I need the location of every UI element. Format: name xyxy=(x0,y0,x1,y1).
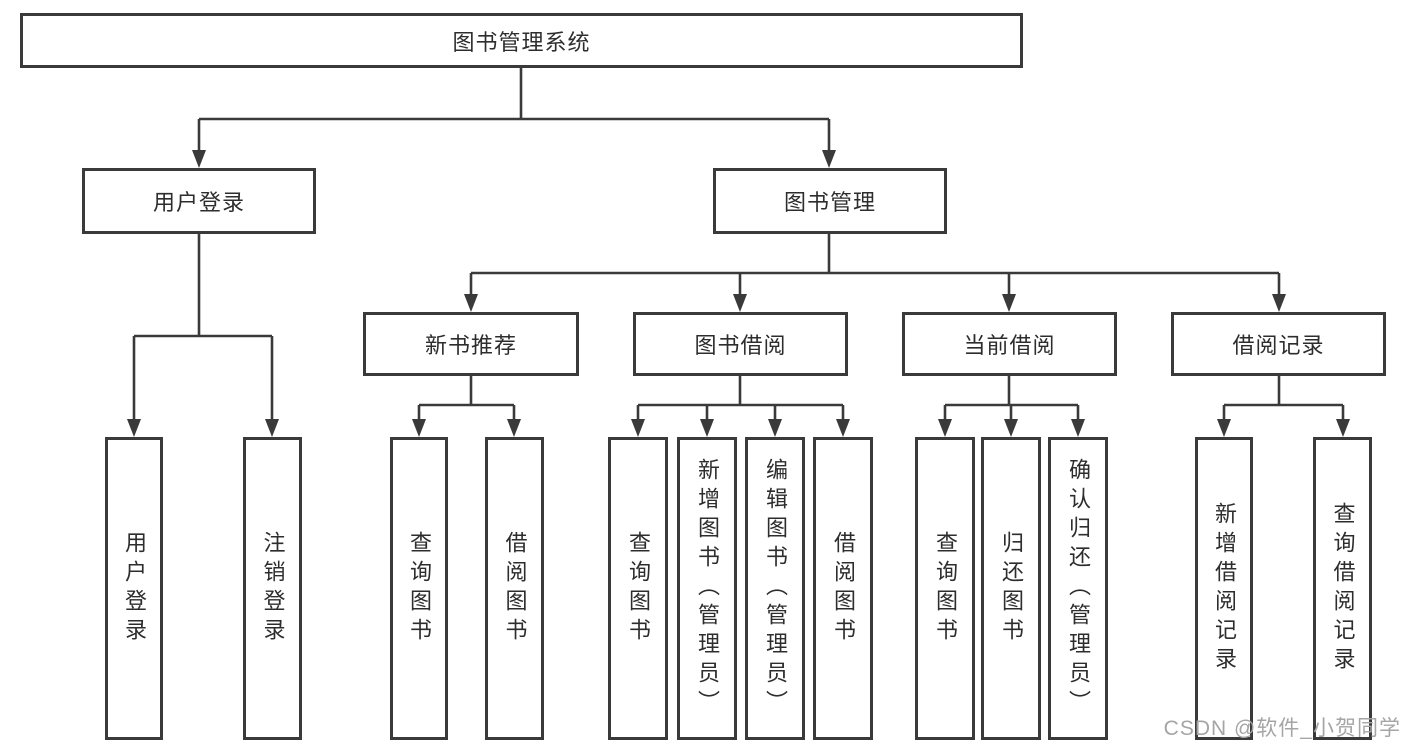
node-borrowing-records: 借阅记录 xyxy=(1171,312,1386,376)
leaf-recommend-borrow-books: 借阅图书 xyxy=(485,437,544,740)
leaf-current-confirm-return-admin: 确认归还（管理员） xyxy=(1048,437,1108,740)
arrowhead xyxy=(733,294,747,312)
arrowhead xyxy=(700,419,714,437)
node-new-book-recommend: 新书推荐 xyxy=(363,312,579,376)
leaf-label: 确认归还（管理员） xyxy=(1066,458,1091,719)
arrowhead xyxy=(412,419,426,437)
arrowhead xyxy=(464,294,478,312)
connector-book-management-children xyxy=(464,234,1286,312)
leaf-label: 编辑图书（管理员） xyxy=(763,458,788,719)
leaf-label: 新增图书（管理员） xyxy=(695,458,720,719)
leaf-label: 查询图书 xyxy=(933,530,958,647)
arrowhead xyxy=(127,419,141,437)
leaf-logout: 注销登录 xyxy=(243,437,302,740)
csdn-watermark: CSDN @软件_小贺同学 xyxy=(1163,717,1401,740)
leaf-recommend-query-books: 查询图书 xyxy=(390,437,448,740)
arrowhead xyxy=(836,419,850,437)
leaf-label: 用户登录 xyxy=(122,530,147,647)
arrowhead xyxy=(1002,294,1016,312)
arrowhead xyxy=(768,419,782,437)
leaf-borrow-edit-books-admin: 编辑图书（管理员） xyxy=(745,437,805,740)
leaf-borrow-borrow-books: 借阅图书 xyxy=(813,437,873,740)
leaf-label: 注销登录 xyxy=(260,530,286,647)
node-book-borrowing: 图书借阅 xyxy=(633,312,848,376)
arrowhead xyxy=(1336,419,1350,437)
leaf-records-query-record: 查询借阅记录 xyxy=(1313,437,1372,740)
node-book-management: 图书管理 xyxy=(713,168,947,234)
node-user-login: 用户登录 xyxy=(82,168,316,234)
arrowhead xyxy=(192,150,206,168)
connector-root-to-level2 xyxy=(192,68,836,168)
arrowhead xyxy=(938,419,952,437)
leaf-user-login: 用户登录 xyxy=(105,437,163,740)
arrowhead xyxy=(631,419,645,437)
connector-new-book-recommend-children xyxy=(412,376,521,437)
connector-book-borrowing-children xyxy=(631,376,850,437)
leaf-borrow-add-books-admin: 新增图书（管理员） xyxy=(677,437,737,740)
leaf-current-return-books: 归还图书 xyxy=(981,437,1041,740)
connector-current-borrowing-children xyxy=(938,376,1085,437)
leaf-label: 查询借阅记录 xyxy=(1330,501,1356,676)
node-root-library-system: 图书管理系统 xyxy=(20,13,1023,68)
node-current-borrowing: 当前借阅 xyxy=(902,312,1117,376)
arrowhead xyxy=(1004,419,1018,437)
arrowhead xyxy=(1217,419,1231,437)
connector-user-login-children xyxy=(127,234,279,437)
leaf-label: 查询图书 xyxy=(626,530,651,647)
leaf-records-add-record: 新增借阅记录 xyxy=(1195,437,1253,740)
connector-borrowing-records-children xyxy=(1217,376,1350,437)
arrowhead xyxy=(507,419,521,437)
leaf-label: 借阅图书 xyxy=(831,530,856,647)
leaf-current-query-books: 查询图书 xyxy=(915,437,975,740)
leaf-borrow-query-books: 查询图书 xyxy=(608,437,668,740)
arrowhead xyxy=(265,419,279,437)
arrowhead xyxy=(1272,294,1286,312)
arrowhead xyxy=(1071,419,1085,437)
leaf-label: 归还图书 xyxy=(999,530,1024,647)
arrowhead xyxy=(822,150,836,168)
leaf-label: 借阅图书 xyxy=(502,530,528,647)
leaf-label: 新增借阅记录 xyxy=(1212,501,1237,676)
leaf-label: 查询图书 xyxy=(407,530,432,647)
